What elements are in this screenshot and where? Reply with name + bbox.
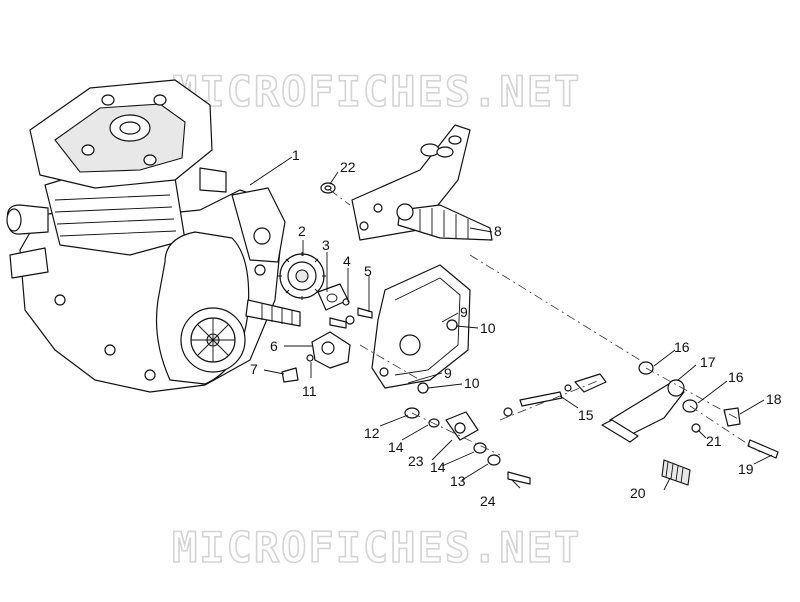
callout-21: 21: [706, 433, 722, 449]
callout-11: 11: [302, 383, 317, 399]
callout-16-left: 16: [674, 339, 690, 355]
callout-14-upper: 14: [388, 439, 404, 455]
leader-lines: [249, 156, 773, 491]
watermark-top: MICROFICHES.NET: [172, 67, 581, 116]
part-22-nut: [320, 182, 336, 194]
callout-24: 24: [480, 493, 496, 509]
callout-18: 18: [766, 391, 782, 407]
callout-10-upper: 10: [480, 320, 496, 336]
callout-20: 20: [630, 485, 646, 501]
callout-13: 13: [450, 473, 466, 489]
callout-16-right: 16: [728, 369, 744, 385]
callout-19: 19: [738, 461, 754, 477]
part-2-sprocket: [278, 252, 326, 300]
callout-10-lower: 10: [464, 375, 480, 391]
callout-22: 22: [340, 159, 356, 175]
callout-17: 17: [700, 354, 716, 370]
callout-15: 15: [578, 407, 594, 423]
footrest-bracket: [351, 124, 493, 241]
watermark-bottom: MICROFICHES.NET: [172, 523, 581, 572]
part-6-shift-arm: [281, 331, 351, 383]
engine-assembly: [6, 79, 301, 393]
part-9-sprocket-cover: [371, 264, 471, 394]
shift-lever-parts: [601, 361, 779, 486]
callout-9-lower: 9: [444, 365, 452, 381]
callout-1: 1: [292, 147, 300, 163]
callout-5: 5: [364, 263, 372, 279]
part-3-retaining-plate: [317, 283, 349, 311]
callout-7: 7: [250, 361, 258, 377]
callout-labels: 1 2 3 4 5 6 7 8 9 9 10 10 11 12 13 14 14…: [250, 147, 782, 509]
callout-4: 4: [343, 253, 351, 269]
callout-8: 8: [494, 223, 502, 239]
callout-2: 2: [298, 223, 306, 239]
part-15-shift-rod: [503, 373, 607, 417]
callout-9-upper: 9: [460, 304, 468, 320]
callout-12: 12: [364, 425, 380, 441]
lower-linkage-parts: [404, 407, 531, 485]
part-4-5-fasteners: [329, 298, 373, 329]
callout-14-lower: 14: [430, 459, 446, 475]
callout-23: 23: [408, 453, 424, 469]
callout-6: 6: [270, 338, 278, 354]
assembly-center-lines: [329, 189, 761, 456]
callout-3: 3: [322, 237, 330, 253]
